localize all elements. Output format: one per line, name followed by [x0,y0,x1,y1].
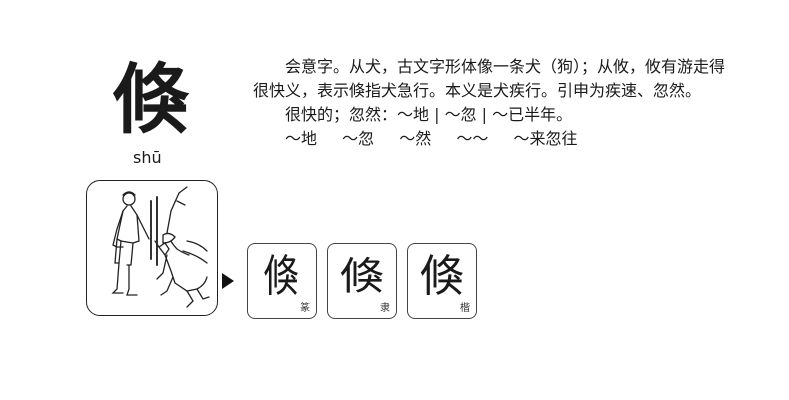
headword-character: 倏 [113,55,189,144]
phrase-item: ～～ [456,129,489,148]
explanation-text: 会意字。从犬，古文字形体像一条犬（狗）；从攸，攸有游走得很快义，表示倏指犬急行。… [253,55,728,151]
definition-line: 很快的；忽然：～地 | ～忽 | ～已半年。 [285,105,573,124]
phrase-item: ～然 [399,129,432,148]
pictograph-illustration [86,180,218,316]
arrow-right-icon [222,273,234,289]
phrase-list: ～地 ～忽 ～然 ～～ ～来忽往 [253,127,728,151]
phrase-item: ～地 [285,129,318,148]
seal-script-label: 篆 [300,303,310,314]
headword-pinyin: shū [133,148,162,167]
etymology-paragraph: 会意字。从犬，古文字形体像一条犬（狗）；从攸，攸有游走得很快义，表示倏指犬急行。… [253,57,726,100]
regular-script-box: 倏 楷 [407,243,477,319]
regular-script-label: 楷 [460,303,470,314]
clerical-script-box: 倏 隶 [327,243,397,319]
man-and-dog-illustration [111,186,210,308]
phrase-item: ～来忽往 [513,129,578,148]
phrase-item: ～忽 [342,129,375,148]
seal-script-box: 倏 篆 [247,243,317,319]
clerical-script-label: 隶 [380,303,390,314]
clerical-script-glyph: 倏 [340,254,384,299]
regular-script-glyph: 倏 [420,251,464,302]
seal-script-glyph: 倏 [263,251,301,302]
